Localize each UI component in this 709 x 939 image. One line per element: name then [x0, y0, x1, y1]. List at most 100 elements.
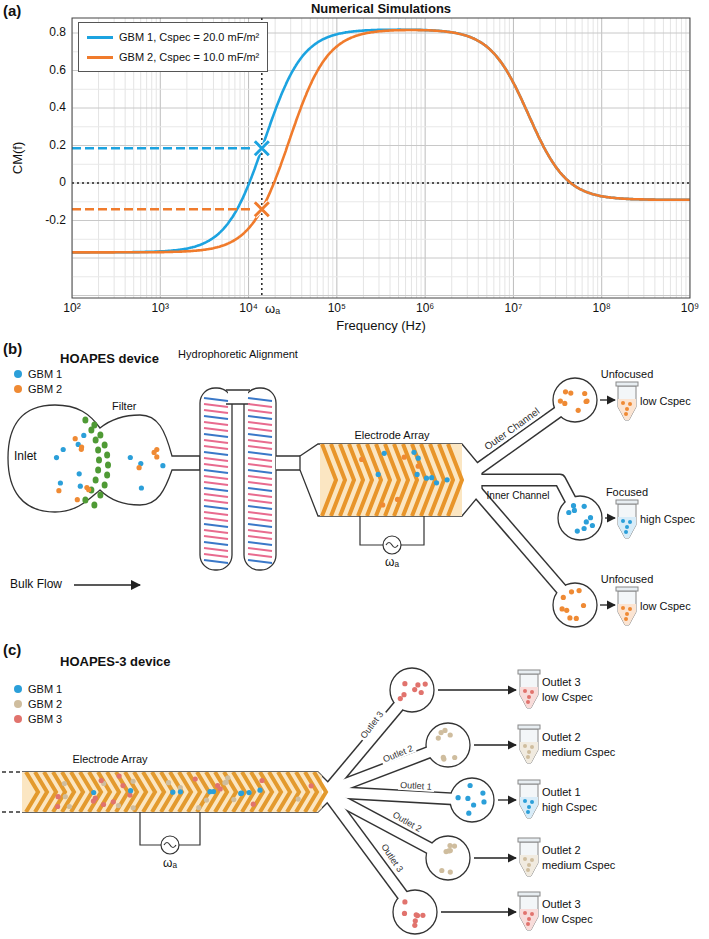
- tick-label: 0: [59, 176, 66, 190]
- collect-arrow: [600, 604, 615, 605]
- plot-grid: [582, 18, 583, 298]
- ridge: [248, 482, 272, 485]
- plot-grid: [72, 89, 690, 90]
- plot-grid: [398, 18, 399, 298]
- ridge: [204, 416, 228, 419]
- cell: [395, 497, 400, 502]
- ridge: [248, 446, 272, 449]
- legend-item: GBM 1: [14, 368, 62, 380]
- value-mark: [255, 141, 269, 155]
- cell: [621, 606, 625, 610]
- cell: [561, 595, 566, 600]
- cell: [412, 923, 417, 928]
- outlet-label: Unfocused: [601, 573, 654, 586]
- cell: [590, 523, 595, 528]
- tube-cap: [616, 382, 638, 386]
- plot-grid: [566, 18, 567, 298]
- cell: [247, 790, 252, 795]
- cell: [625, 525, 629, 529]
- cell: [416, 464, 421, 469]
- plot-frame: [72, 18, 690, 298]
- cell: [526, 810, 530, 814]
- electrode-array: [62, 772, 74, 812]
- plot-grid: [378, 18, 379, 298]
- axis-title: CM(f): [11, 142, 26, 175]
- cell: [439, 730, 444, 735]
- ridge: [204, 530, 228, 533]
- electrode-channel: [2, 772, 22, 812]
- filter-post: [93, 436, 99, 443]
- filter-post: [96, 456, 102, 463]
- cell: [562, 401, 567, 406]
- cell: [584, 519, 589, 524]
- cell: [526, 700, 530, 704]
- cell: [625, 612, 629, 616]
- legend-box: GBM 1, Cspec = 20.0 mF/m²GBM 2, Cspec = …: [78, 22, 268, 72]
- sample-tube: [520, 896, 538, 930]
- value-dash: [72, 208, 254, 211]
- cell: [411, 450, 416, 455]
- plot-grid: [540, 18, 541, 298]
- cell: [526, 868, 530, 872]
- legend-item: GBM 3: [14, 713, 62, 725]
- plot-grid: [555, 18, 556, 298]
- axis-title: Frequency (Hz): [336, 319, 426, 334]
- cell: [111, 799, 116, 804]
- outlet-channel: [474, 400, 575, 472]
- cell: [448, 870, 453, 875]
- ridge: [248, 434, 272, 437]
- cell: [468, 783, 473, 788]
- tube-label: Outlet 3: [542, 898, 581, 911]
- tube-cap: [616, 500, 638, 504]
- cell: [625, 407, 629, 411]
- ridge: [248, 494, 272, 497]
- ridge: [248, 470, 272, 473]
- cell: [527, 863, 531, 867]
- legend-dot: [14, 700, 22, 708]
- cell: [575, 529, 580, 534]
- tube-label: high Cspec: [640, 513, 695, 526]
- cell: [465, 796, 470, 801]
- cell: [257, 788, 262, 793]
- cell: [480, 791, 485, 796]
- cell: [434, 480, 439, 485]
- legend-item: GBM 2, Cspec = 10.0 mF/m²: [87, 47, 259, 67]
- cell: [79, 447, 84, 452]
- chart-title: Numerical Simulations: [311, 2, 451, 17]
- electrode-array: [80, 772, 92, 812]
- filter-post: [95, 446, 101, 453]
- cell: [523, 799, 527, 803]
- ridge: [248, 440, 272, 443]
- legend-text: GBM 2: [28, 698, 62, 710]
- tick-label: 10⁹: [681, 302, 700, 316]
- cell: [160, 463, 165, 468]
- cell: [166, 780, 171, 785]
- plot-grid: [72, 239, 690, 240]
- tube-cap: [518, 838, 540, 842]
- electrode-array: [233, 772, 245, 812]
- cell: [99, 778, 104, 783]
- ridge: [248, 542, 272, 545]
- filter-post: [97, 491, 103, 498]
- tick-label: 10²: [63, 302, 80, 316]
- plot-grid: [421, 18, 422, 298]
- cell: [576, 408, 581, 413]
- cell: [67, 804, 72, 809]
- plot-grid: [310, 18, 311, 298]
- ac-source: [161, 836, 179, 854]
- ridge: [204, 470, 228, 473]
- cell: [419, 690, 424, 695]
- electrode-array: [287, 772, 299, 812]
- cell: [211, 789, 216, 794]
- cell: [58, 480, 63, 485]
- ridge: [248, 488, 272, 491]
- filter-post: [97, 431, 103, 438]
- tube-label: Outlet 2: [542, 844, 581, 857]
- cell: [584, 399, 589, 404]
- plot-grid: [328, 18, 329, 298]
- tube-label: low Cspec: [640, 600, 691, 613]
- cell: [117, 774, 122, 779]
- tick-label: 0.6: [49, 64, 66, 78]
- collect-arrow: [498, 799, 516, 800]
- ridge: [204, 482, 228, 485]
